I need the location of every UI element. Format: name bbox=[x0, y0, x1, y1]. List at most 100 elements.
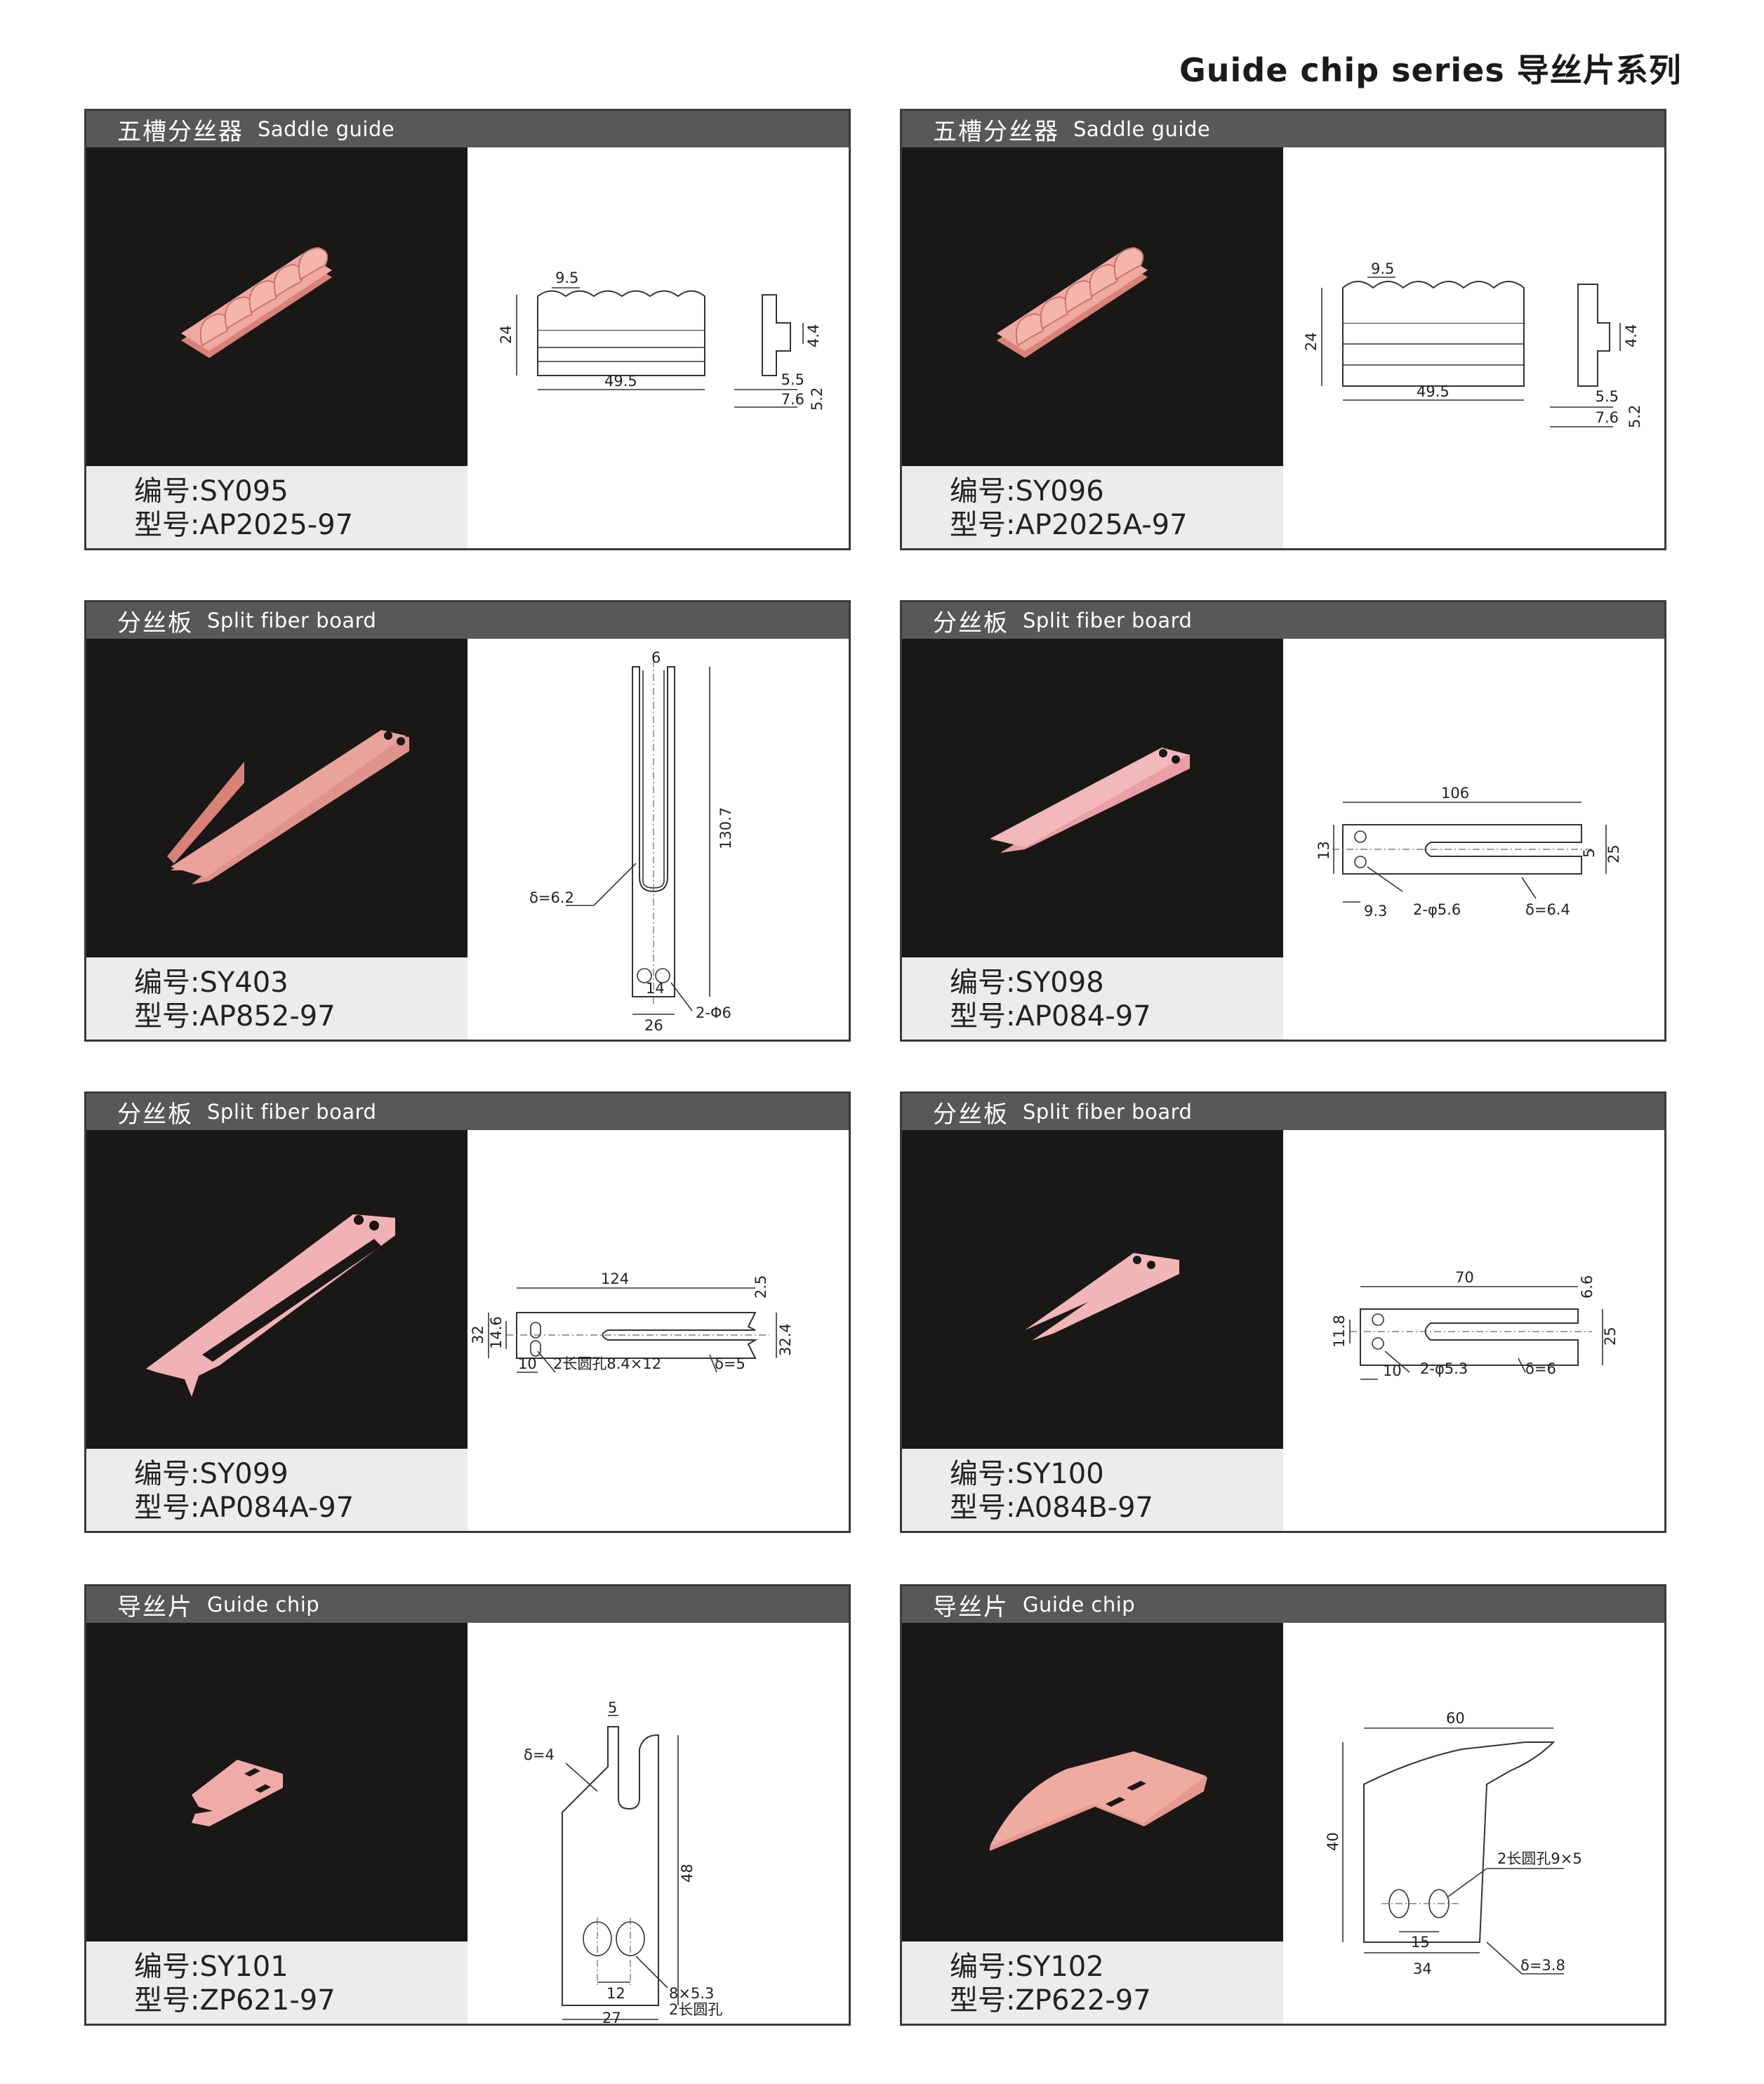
product-info: 编号:SY095 型号:AP2025-97 bbox=[86, 466, 467, 548]
product-card-sy098: 分丝板 Split fiber board 编号:SY098 型号:AP084-… bbox=[900, 600, 1666, 1042]
technical-drawing: 9.5 24 49.5 4.4 5.5 7.6 5.2 bbox=[467, 147, 849, 548]
product-info: 编号:SY096 型号:AP2025A-97 bbox=[902, 466, 1283, 548]
card-header: 导丝片 Guide chip bbox=[902, 1586, 1664, 1623]
card-header: 五槽分丝器 Saddle guide bbox=[86, 111, 849, 147]
model-label: 型号: bbox=[134, 1984, 200, 2017]
code-label: 编号: bbox=[134, 967, 200, 999]
product-code: SY098 bbox=[1015, 967, 1104, 999]
product-info: 编号:SY099 型号:AP084A-97 bbox=[86, 1449, 467, 1531]
code-label: 编号: bbox=[950, 475, 1016, 507]
dim-124: 124 bbox=[601, 1270, 629, 1287]
dim-delta-4: δ=4 bbox=[524, 1746, 555, 1763]
dim-2-phi-6: 2-Φ6 bbox=[696, 1004, 731, 1021]
dim-6: 6 bbox=[651, 649, 661, 666]
category-en: Saddle guide bbox=[258, 117, 395, 141]
category-cn: 五槽分丝器 bbox=[933, 117, 1059, 146]
dim-10: 10 bbox=[518, 1355, 537, 1372]
product-info: 编号:SY403 型号:AP852-97 bbox=[86, 957, 467, 1040]
dim-9-5: 9.5 bbox=[1371, 260, 1394, 277]
technical-drawing: 5 δ=4 48 12 27 8×5.3 2长圆孔 bbox=[467, 1623, 849, 2026]
model-label: 型号: bbox=[950, 509, 1016, 541]
split-board-image bbox=[167, 730, 409, 884]
dim-12: 12 bbox=[606, 1985, 625, 2002]
dim-15: 15 bbox=[1411, 1934, 1430, 1951]
category-cn: 分丝板 bbox=[117, 609, 193, 637]
dim-48: 48 bbox=[679, 1864, 696, 1883]
dim-5: 5 bbox=[1581, 849, 1598, 858]
dim-7-6: 7.6 bbox=[1596, 409, 1619, 426]
product-model: AP852-97 bbox=[199, 1000, 336, 1033]
dim-25: 25 bbox=[1602, 1327, 1619, 1346]
dim-5: 5 bbox=[608, 1699, 617, 1716]
model-label: 型号: bbox=[950, 1984, 1016, 2017]
card-header: 分丝板 Split fiber board bbox=[902, 602, 1664, 639]
category-en: Split fiber board bbox=[207, 1100, 377, 1124]
card-header: 分丝板 Split fiber board bbox=[86, 602, 849, 639]
product-photo bbox=[86, 1623, 467, 1942]
technical-drawing: 70 6.6 11.8 25 10 2-φ5.3 δ=6 bbox=[1283, 1130, 1664, 1531]
technical-drawing: 106 13 5 25 9.3 2-φ5.6 δ=6.4 bbox=[1283, 639, 1664, 1040]
code-label: 编号: bbox=[950, 1458, 1016, 1490]
product-model: ZP621-97 bbox=[199, 1984, 336, 2017]
dim-5-5: 5.5 bbox=[1596, 388, 1619, 405]
technical-drawing: 6 130.7 δ=6.2 14 2-Φ6 26 bbox=[467, 639, 849, 1040]
split-board-image bbox=[990, 748, 1190, 853]
product-info: 编号:SY101 型号:ZP621-97 bbox=[86, 1942, 467, 2024]
saddle-guide-image bbox=[181, 246, 332, 358]
dim-8x5-3: 8×5.3 bbox=[669, 1985, 714, 2002]
dim-9-5: 9.5 bbox=[555, 270, 578, 286]
technical-drawing: 124 2.5 32 14.6 32.4 10 2长圆孔8.4×12 δ=5 bbox=[467, 1130, 849, 1531]
page-title: Guide chip series 导丝片系列 bbox=[1179, 51, 1682, 89]
product-card-sy100: 分丝板 Split fiber board 编号:SY100 型号:A084B-… bbox=[900, 1091, 1666, 1533]
dim-2-phi-5-6: 2-φ5.6 bbox=[1413, 901, 1461, 918]
technical-drawing: 60 40 2长圆孔9×5 15 34 δ=3.8 bbox=[1283, 1623, 1664, 2024]
dim-40: 40 bbox=[1325, 1832, 1341, 1851]
dim-25: 25 bbox=[1605, 844, 1622, 863]
product-model: ZP622-97 bbox=[1015, 1984, 1151, 2017]
product-model: A084B-97 bbox=[1015, 1492, 1153, 1524]
category-en: Guide chip bbox=[1023, 1593, 1136, 1617]
technical-drawing: 9.5 24 49.5 4.4 5.5 7.6 5.2 bbox=[1283, 147, 1664, 548]
card-header: 五槽分丝器 Saddle guide bbox=[902, 111, 1664, 147]
dim-14-6: 14.6 bbox=[488, 1316, 505, 1349]
code-label: 编号: bbox=[950, 967, 1016, 999]
dim-10: 10 bbox=[1383, 1362, 1402, 1379]
dim-106: 106 bbox=[1441, 785, 1469, 802]
product-code: SY102 bbox=[1015, 1951, 1104, 1983]
product-card-sy095: 五槽分丝器 Saddle guide 编号:SY095 型号:AP2025-97 bbox=[84, 109, 851, 550]
product-code: SY101 bbox=[199, 1951, 289, 1983]
category-cn: 分丝板 bbox=[933, 609, 1009, 637]
category-en: Split fiber board bbox=[1023, 609, 1193, 632]
dim-2-5: 2.5 bbox=[752, 1275, 769, 1299]
dim-5-5: 5.5 bbox=[781, 371, 804, 388]
dim-34: 34 bbox=[1413, 1960, 1432, 1977]
model-label: 型号: bbox=[134, 1492, 200, 1524]
dim-24: 24 bbox=[1303, 332, 1320, 351]
dim-9-3: 9.3 bbox=[1364, 903, 1387, 920]
dim-2-oblong-holes: 2长圆孔8.4×12 bbox=[553, 1355, 661, 1372]
category-cn: 分丝板 bbox=[933, 1100, 1009, 1129]
dim-delta-6: δ=6 bbox=[1525, 1360, 1556, 1377]
product-photo bbox=[86, 147, 467, 466]
model-label: 型号: bbox=[950, 1492, 1016, 1524]
dim-delta-5: δ=5 bbox=[715, 1355, 745, 1372]
code-label: 编号: bbox=[134, 475, 200, 507]
category-cn: 导丝片 bbox=[933, 1593, 1009, 1621]
guide-chip-image bbox=[192, 1760, 283, 1826]
dim-70: 70 bbox=[1455, 1269, 1474, 1286]
dim-32: 32 bbox=[470, 1325, 486, 1344]
dim-49-5: 49.5 bbox=[1417, 383, 1450, 400]
dim-5-2: 5.2 bbox=[1626, 405, 1643, 428]
category-en: Split fiber board bbox=[1023, 1100, 1193, 1124]
dim-27: 27 bbox=[602, 2010, 621, 2026]
dim-4-4: 4.4 bbox=[1623, 324, 1640, 347]
category-cn: 分丝板 bbox=[117, 1100, 193, 1129]
product-photo bbox=[86, 639, 467, 957]
product-info: 编号:SY098 型号:AP084-97 bbox=[902, 957, 1283, 1040]
product-info: 编号:SY102 型号:ZP622-97 bbox=[902, 1942, 1283, 2024]
product-card-sy096: 五槽分丝器 Saddle guide 编号:SY096 型号:AP2025A-9… bbox=[900, 109, 1666, 550]
dim-7-6: 7.6 bbox=[781, 391, 804, 408]
product-card-sy102: 导丝片 Guide chip 编号:SY102 型号:ZP622-97 bbox=[900, 1584, 1666, 2026]
split-board-image bbox=[146, 1214, 395, 1397]
split-board-image bbox=[1025, 1253, 1179, 1341]
